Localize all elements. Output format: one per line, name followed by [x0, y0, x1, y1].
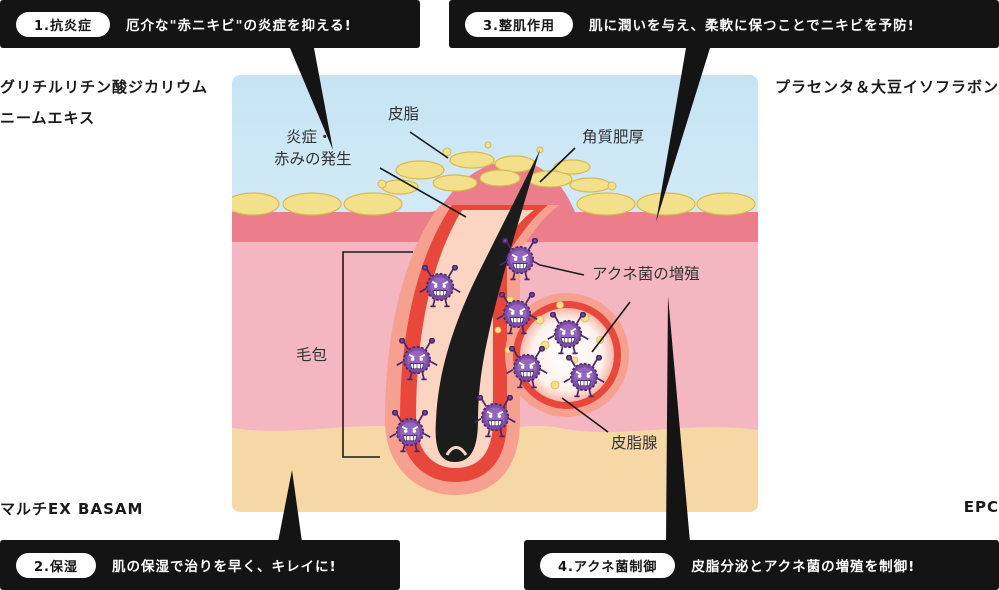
callout-skin-conditioning: 3.整肌作用 肌に潤いを与え、柔軟に保つことでニキビを予防! — [449, 0, 999, 48]
callout-text: 皮脂分泌とアクネ菌の増殖を制御! — [691, 559, 916, 575]
ingredient-bottom-right: EPC — [963, 498, 999, 516]
label-keratin: 角質肥厚 — [582, 128, 645, 146]
label-inflammation-1: 炎症・ — [286, 128, 333, 146]
callout-text: 肌の保湿で治りを早く、キレイに! — [111, 559, 337, 575]
label-sebaceous-gland: 皮脂腺 — [611, 434, 658, 452]
callout-acne-control: 4.アクネ菌制御 皮脂分泌とアクネ菌の増殖を制御! — [524, 540, 999, 590]
callout-text: 肌に潤いを与え、柔軟に保つことでニキビを予防! — [588, 18, 915, 34]
ingredient-bottom-left: マルチEX BASAM — [0, 500, 144, 518]
ingredient-top-left-1: グリチルリチン酸ジカリウム — [0, 78, 209, 96]
label-follicle: 毛包 — [296, 346, 328, 364]
label-acne-growth: アクネ菌の増殖 — [592, 265, 700, 283]
callout-tag: 4.アクネ菌制御 — [540, 552, 676, 578]
label-inflammation-2: 赤みの発生 — [274, 150, 352, 168]
callout-anti-inflammation: 1.抗炎症 厄介な"赤ニキビ"の炎症を抑える! — [0, 0, 420, 48]
callout-tag: 1.抗炎症 — [16, 11, 110, 37]
callout-tag: 3.整肌作用 — [465, 11, 573, 37]
callout-tag: 2.保湿 — [16, 552, 96, 578]
ingredient-top-left-2: ニームエキス — [0, 109, 96, 127]
callout-moisturizing: 2.保湿 肌の保湿で治りを早く、キレイに! — [0, 540, 400, 590]
callout-text: 厄介な"赤ニキビ"の炎症を抑える! — [125, 18, 352, 34]
ingredient-top-right: プラセンタ＆大豆イソフラボン — [774, 78, 999, 96]
label-sebum: 皮脂 — [388, 105, 420, 123]
